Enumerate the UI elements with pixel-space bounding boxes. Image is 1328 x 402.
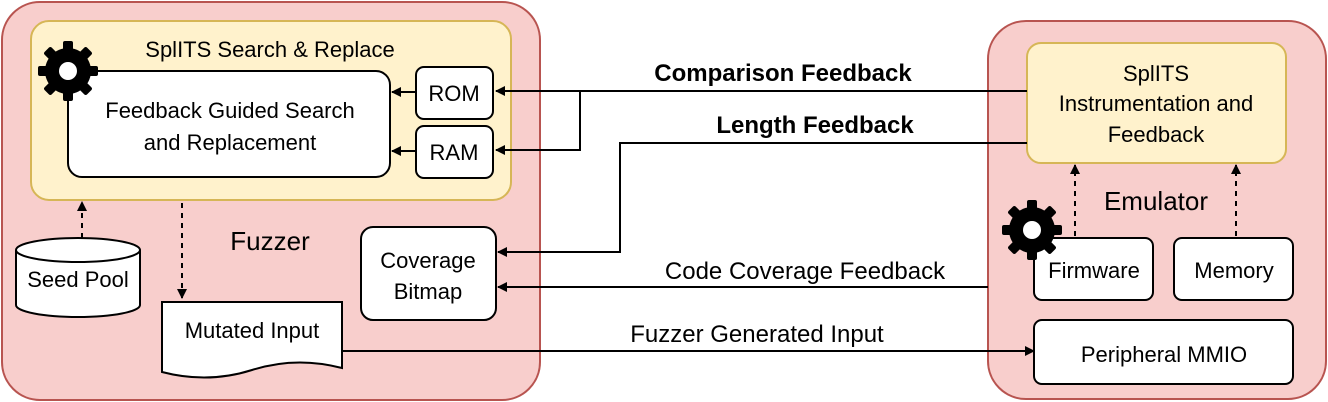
length-feedback-label: Length Feedback xyxy=(716,112,914,139)
comparison-feedback-label: Comparison Feedback xyxy=(654,60,912,87)
firmware-label: Firmware xyxy=(1048,258,1140,283)
guided-search-label-line2: and Replacement xyxy=(144,130,316,155)
guided-search-label-line1: Feedback Guided Search xyxy=(105,98,355,123)
coverage-bitmap-label-line1: Coverage xyxy=(380,248,475,273)
mutated-input-label: Mutated Input xyxy=(185,318,320,343)
guided-search-box xyxy=(67,70,391,178)
memory-label: Memory xyxy=(1194,258,1273,283)
rom-label: ROM xyxy=(428,81,479,106)
seed-pool-cylinder xyxy=(15,237,141,318)
memory-box xyxy=(1173,237,1294,301)
firmware-box xyxy=(1033,237,1154,301)
seed-pool-label: Seed Pool xyxy=(27,267,129,292)
comparison-feedback-edge xyxy=(495,86,1027,155)
gear-icon xyxy=(38,41,98,101)
fuzzer-label: Fuzzer xyxy=(230,226,310,256)
gear-icon xyxy=(1002,200,1062,260)
instrumentation-label-line3: Feedback xyxy=(1108,122,1206,147)
coverage-bitmap-label-line2: Bitmap xyxy=(394,279,462,304)
instrumentation-label-line1: SplITS xyxy=(1123,61,1189,86)
search-replace-title: SplITS Search & Replace xyxy=(145,37,394,62)
instrumentation-panel xyxy=(1026,42,1287,164)
emulator-label: Emulator xyxy=(1104,186,1208,216)
ram-label: RAM xyxy=(430,140,479,165)
mutated-input-document xyxy=(161,301,343,379)
code-coverage-feedback-label: Code Coverage Feedback xyxy=(665,258,946,285)
coverage-bitmap-box xyxy=(360,226,497,321)
peripheral-mmio-label: Peripheral MMIO xyxy=(1081,342,1247,367)
length-feedback-edge xyxy=(497,142,1027,257)
instrumentation-label-line2: Instrumentation and xyxy=(1059,91,1253,116)
fuzzer-generated-input-label: Fuzzer Generated Input xyxy=(630,321,884,348)
